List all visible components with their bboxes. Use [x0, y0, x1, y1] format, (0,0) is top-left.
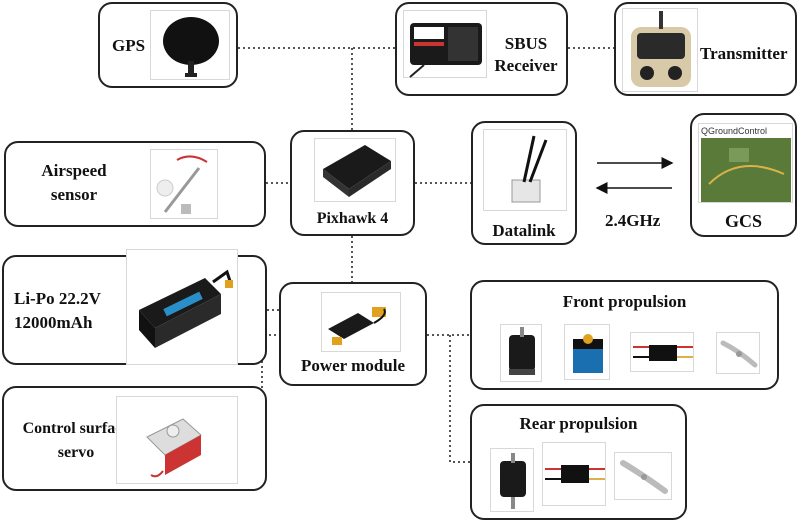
airspeed-label-line1: Airspeed	[41, 161, 107, 180]
ground-station-map-icon: QGroundControl	[698, 123, 793, 203]
gcs-screen-title: QGroundControl	[701, 126, 768, 136]
rc-transmitter-icon	[622, 8, 698, 92]
front-servo-icon	[564, 324, 610, 380]
servo-to-power-line	[261, 334, 279, 439]
battery-label-line1: Li-Po 22.2V	[14, 289, 101, 308]
rear-propeller-icon	[614, 452, 672, 500]
datalink-label: Datalink	[492, 221, 556, 240]
front-esc-icon	[630, 332, 694, 372]
pixhawk-node: Pixhawk 4	[290, 130, 415, 236]
front-motor-icon	[500, 324, 542, 382]
battery-node: Li-Po 22.2V 12000mAh	[2, 249, 267, 365]
power-module-icon	[321, 292, 401, 352]
rear-esc-icon	[542, 442, 606, 506]
front-propeller-icon	[716, 332, 760, 374]
front-propulsion-label: Front propulsion	[562, 292, 687, 311]
rear-propulsion-node: Rear propulsion	[470, 404, 687, 520]
sbus-label-line1: SBUS	[504, 34, 548, 53]
radio-receiver-icon	[403, 10, 487, 78]
transmitter-node: Transmitter	[614, 2, 797, 96]
airspeed-sensor-node: Airspeed sensor	[4, 141, 266, 227]
pitot-tube-icon	[150, 149, 218, 219]
servo-icon	[116, 396, 238, 484]
front-propulsion-node: Front propulsion	[470, 280, 779, 390]
airspeed-label-line2: sensor	[50, 185, 98, 204]
power-to-rear-line	[449, 335, 470, 463]
gcs-label: GCS	[724, 211, 762, 231]
gps-label: GPS	[112, 36, 146, 55]
lipo-battery-icon	[126, 249, 238, 365]
rear-motor-icon	[490, 448, 534, 512]
gcs-node: QGroundControl GCS	[690, 113, 797, 237]
servo-node: Control surface servo	[2, 386, 267, 491]
pixhawk-label: Pixhawk 4	[316, 210, 389, 227]
servo-label-line1: Control surface	[22, 420, 130, 437]
gps-puck-icon	[150, 10, 230, 80]
battery-label-line2: 12000mAh	[14, 313, 93, 332]
flight-controller-icon	[314, 138, 396, 202]
transmitter-label: Transmitter	[700, 44, 788, 63]
rear-propulsion-label: Rear propulsion	[519, 414, 638, 433]
link-frequency-label: 2.4GHz	[605, 211, 661, 230]
power-module-node: Power module	[279, 282, 427, 386]
power-module-label: Power module	[300, 356, 406, 375]
sbus-receiver-node: SBUS Receiver	[395, 2, 568, 96]
sbus-label-line2: Receiver	[494, 56, 558, 75]
datalink-node: Datalink	[471, 121, 577, 245]
gps-node: GPS	[98, 2, 238, 88]
servo-label-line2: servo	[57, 444, 95, 461]
telemetry-radio-icon	[483, 129, 567, 211]
